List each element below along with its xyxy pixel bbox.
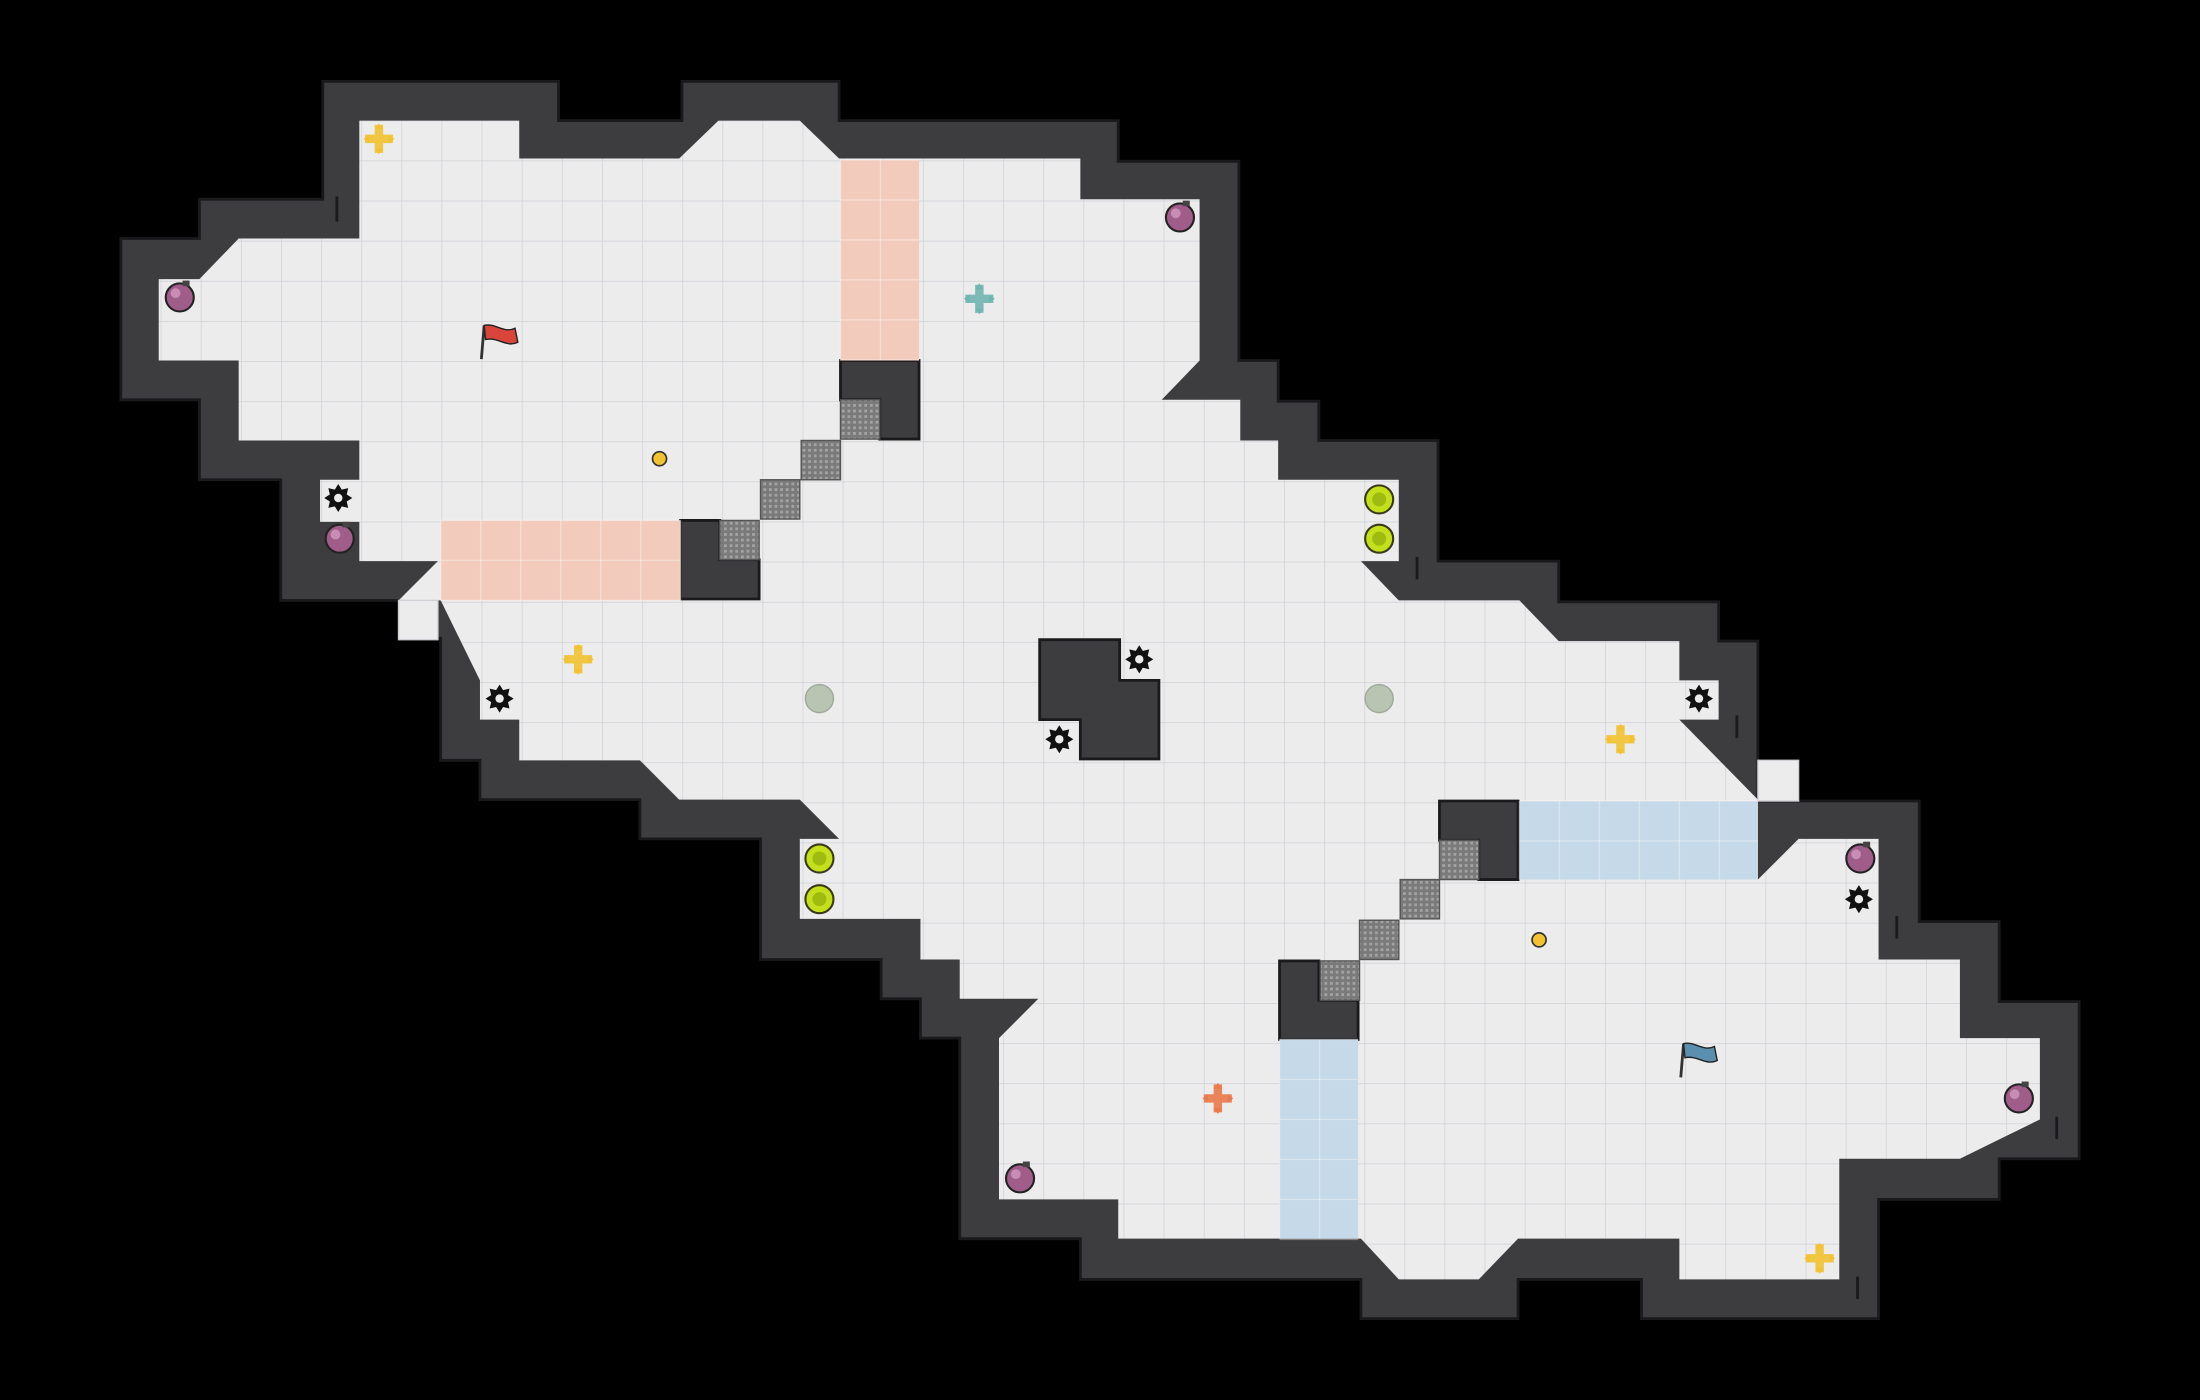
spawn-cross-teal-icon [963, 283, 995, 315]
bomb-icon [1004, 1161, 1036, 1194]
grate-tile [1438, 839, 1480, 881]
team-zones [439, 159, 1758, 1241]
red-zone-row [439, 519, 682, 602]
boost-pad-icon[interactable] [1364, 523, 1395, 554]
boost-pad-icon[interactable] [1364, 484, 1395, 515]
red-flag-icon[interactable] [479, 324, 519, 360]
spike-icon [1684, 684, 1714, 713]
spike-icon [1844, 885, 1873, 914]
bomb-icon [324, 521, 355, 554]
grate-tile [719, 519, 760, 561]
blue-flag-icon[interactable] [1679, 1042, 1719, 1078]
red-zone-column [839, 159, 920, 361]
grate-tile [1358, 919, 1400, 961]
portal-icon[interactable] [804, 683, 835, 714]
grate-tile [839, 399, 881, 440]
spawn-cross-yellow-icon [363, 123, 395, 155]
grate-tile [1399, 878, 1441, 920]
bomb-icon [2003, 1081, 2034, 1114]
spike-icon [485, 684, 514, 713]
grate-tile [759, 479, 801, 520]
powerup-icon[interactable] [651, 450, 668, 467]
portal-icon[interactable] [1364, 683, 1394, 714]
spawn-cross-yellow-icon [1605, 723, 1636, 755]
blue-zone-row [1518, 800, 1758, 880]
bomb-icon [1164, 200, 1196, 233]
spawn-cross-yellow-icon [1804, 1242, 1836, 1274]
grate-tile [800, 439, 842, 481]
grate-tile [1319, 960, 1361, 1001]
spawn-cross-yellow-icon [562, 643, 594, 675]
spike-icon [1045, 725, 1074, 754]
powerup-icon[interactable] [1531, 932, 1547, 948]
spawn-cross-orange-icon [1202, 1082, 1234, 1114]
bomb-icon [164, 280, 195, 313]
bomb-icon [1845, 841, 1876, 874]
blue-zone-column [1278, 1038, 1359, 1241]
spike-icon [1125, 645, 1154, 674]
map-markers [164, 123, 2059, 1299]
grates [719, 399, 1480, 1001]
spike-icon [324, 483, 353, 513]
boost-pad-icon[interactable] [804, 884, 835, 915]
boost-pad-icon[interactable] [804, 843, 835, 874]
